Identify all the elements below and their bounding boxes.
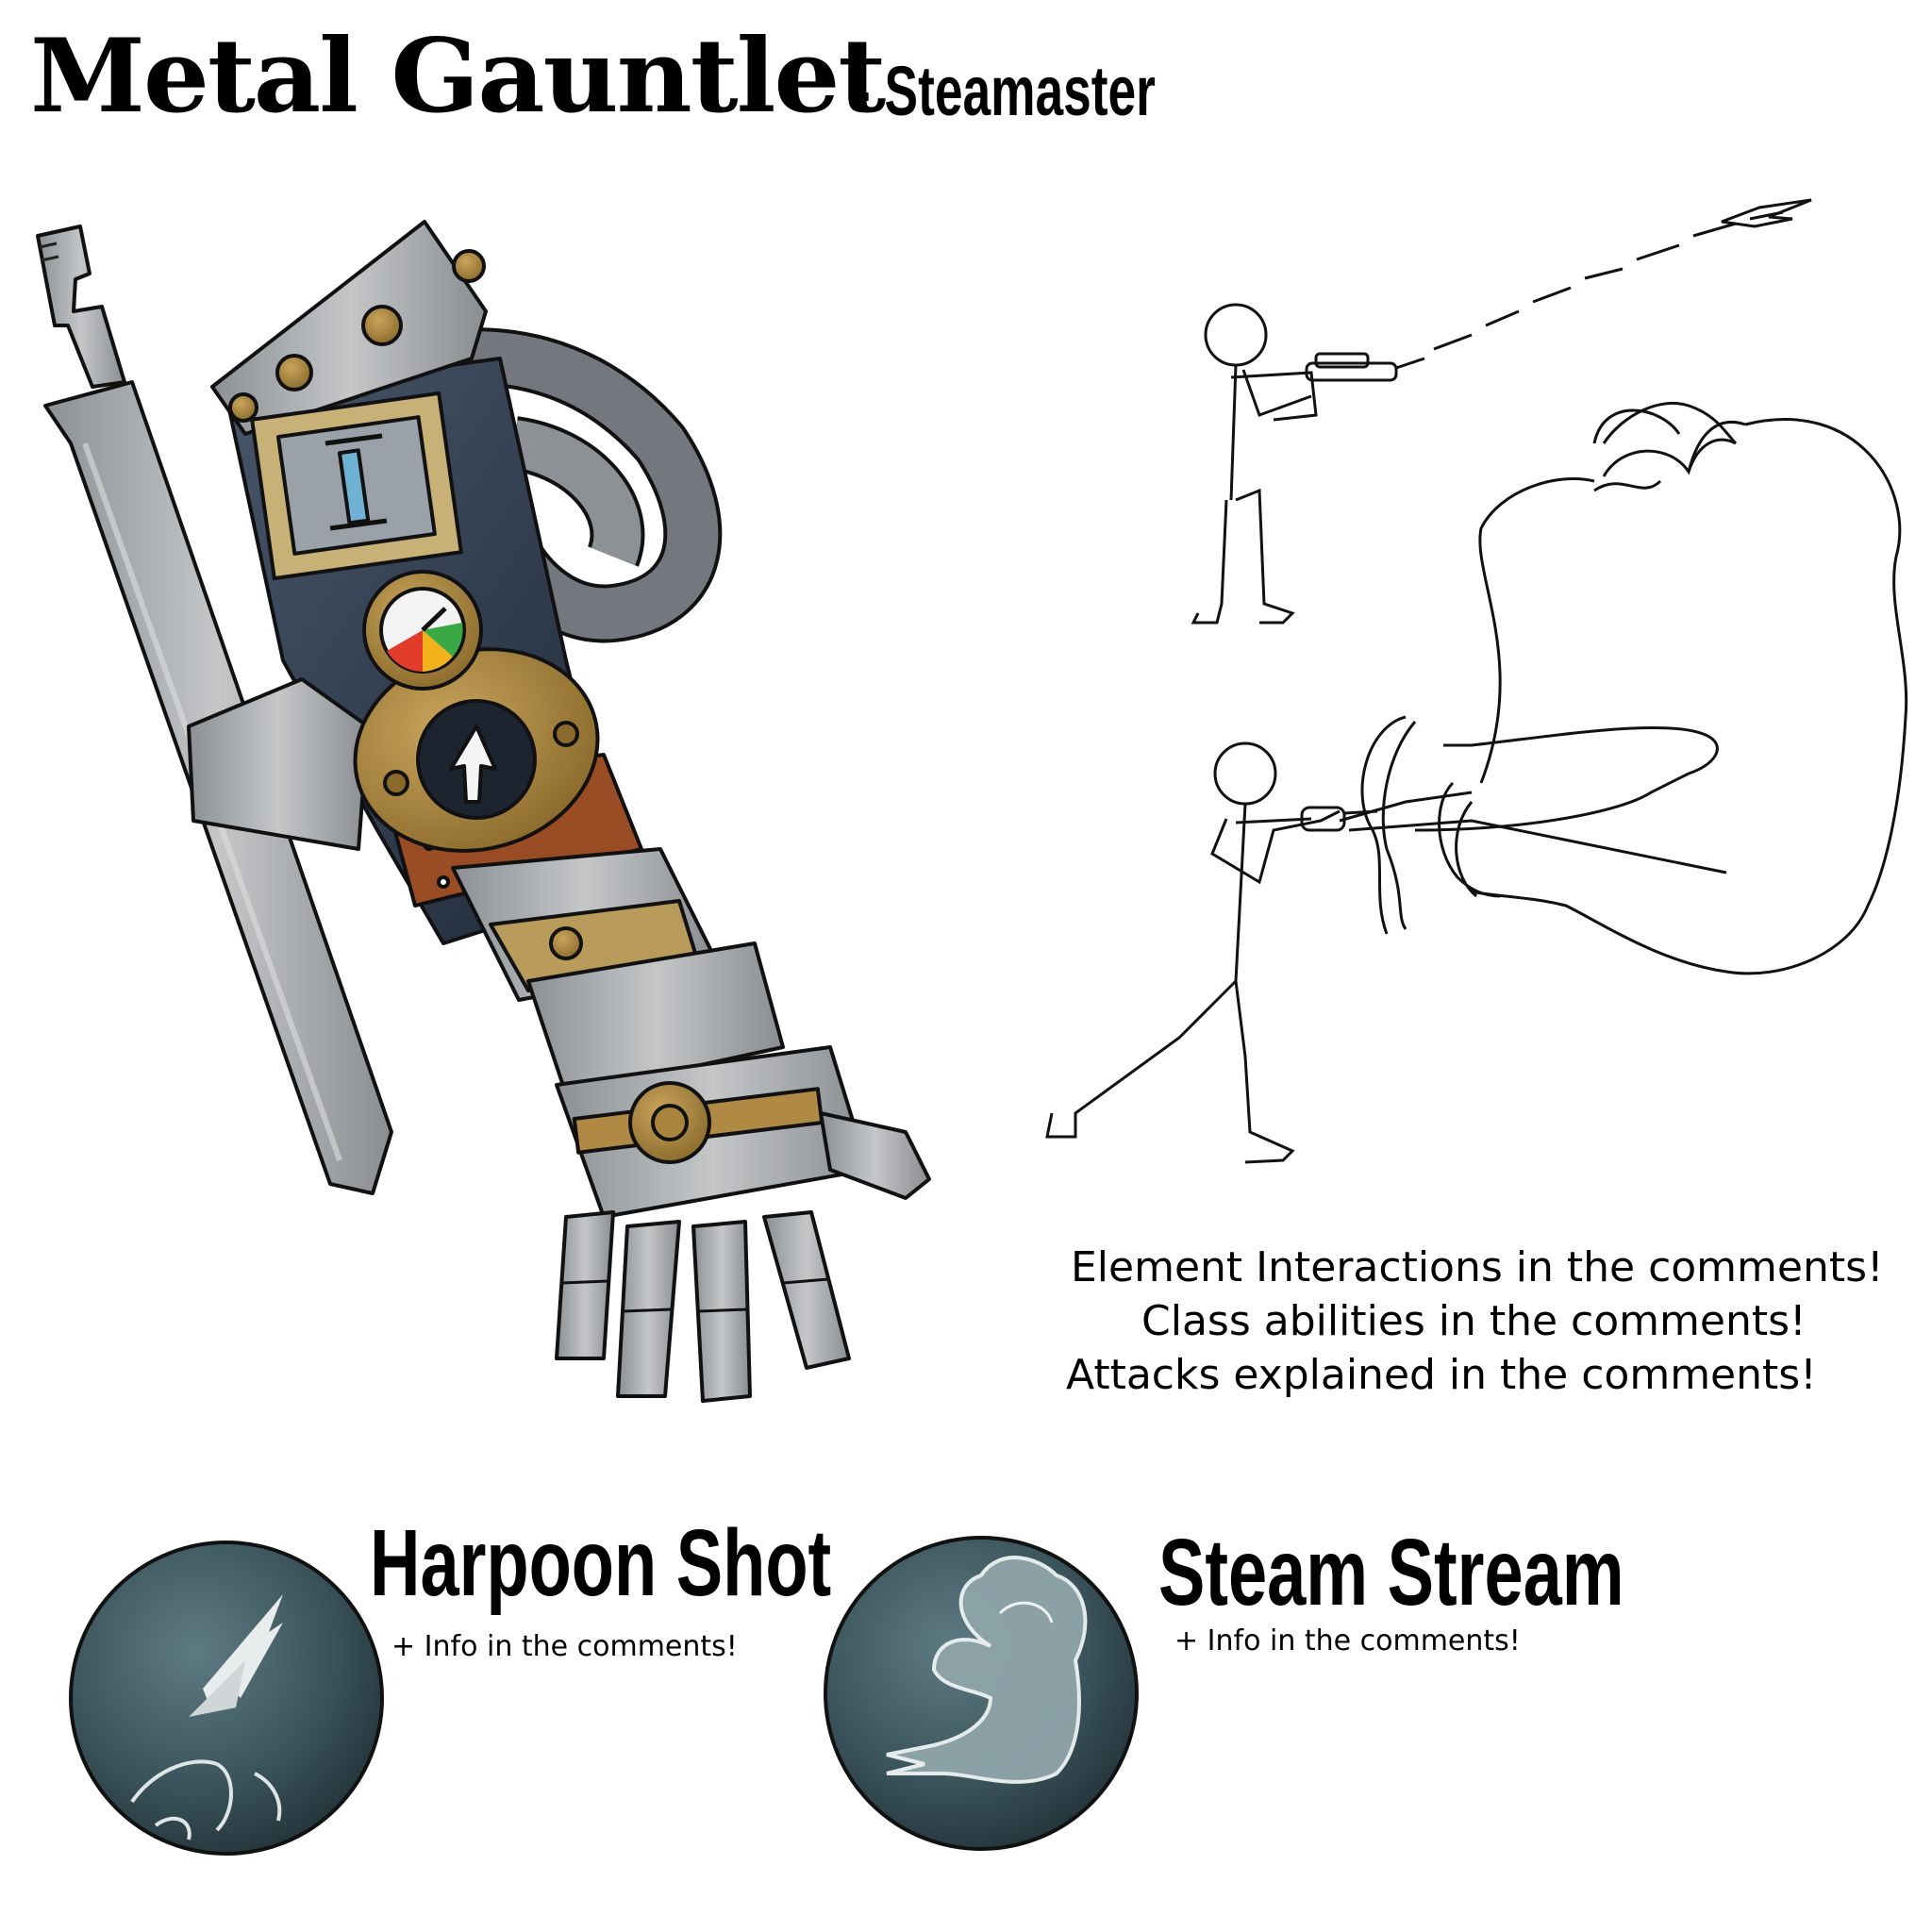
harpoon-shot-title: Harpoon Shot xyxy=(370,1510,832,1616)
exhaust-pipe xyxy=(36,225,126,389)
sketch-harpoon-shot xyxy=(1191,198,1812,625)
harpoon-shot-info: + Info in the comments! xyxy=(391,1630,738,1663)
page-title: Metal Gauntlet xyxy=(30,17,886,136)
element-interactions-note: Element Interactions in the comments! xyxy=(1071,1243,1884,1291)
harpoon-shot-icon xyxy=(69,1541,384,1856)
steam-stream-info: + Info in the comments! xyxy=(1174,1624,1521,1657)
wrist-cuff xyxy=(526,941,785,1096)
gauntlet-thumb xyxy=(819,1111,931,1200)
attacks-explained-note: Attacks explained in the comments! xyxy=(1066,1351,1817,1399)
class-abilities-note: Class abilities in the comments! xyxy=(1141,1297,1807,1345)
steam-stream-title: Steam Stream xyxy=(1158,1520,1624,1625)
sketch-steam-stream xyxy=(1045,401,1908,1164)
page-subtitle: - Steamaster xyxy=(854,52,1156,130)
finger-1 xyxy=(555,1210,615,1360)
gauntlet-illustration xyxy=(36,220,931,1403)
finger-4 xyxy=(762,1210,851,1370)
steam-stream-icon xyxy=(824,1536,1139,1851)
